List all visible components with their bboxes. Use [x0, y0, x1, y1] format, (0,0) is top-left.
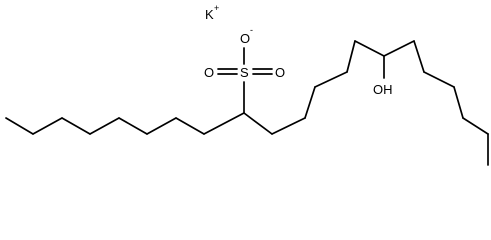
anion-oxygen-atom: O: [240, 31, 250, 46]
chain-bond: [89, 117, 120, 135]
sulfur-atom: S: [240, 65, 249, 80]
chain-bond: [304, 86, 316, 119]
anion-oxygen-charge: -: [250, 25, 253, 35]
potassium-ion: K: [205, 7, 214, 22]
chain-bond: [383, 40, 415, 57]
chain-bond: [175, 117, 205, 135]
chain-bond: [243, 112, 273, 135]
potassium-charge: +: [214, 3, 219, 13]
oxo-oxygen-left: O: [204, 65, 214, 80]
chain-bond: [146, 117, 177, 135]
chain-bond: [118, 117, 148, 135]
chain-bond: [203, 112, 245, 135]
chain-bond: [5, 117, 34, 135]
chain-bond: [61, 117, 91, 135]
hydroxyl-label: OH: [373, 82, 393, 97]
chain-bond: [423, 71, 455, 88]
carbon-chain: [5, 40, 489, 166]
oxo-oxygen-right: O: [275, 65, 285, 80]
chain-bond: [354, 40, 385, 57]
chain-bond: [314, 71, 348, 88]
molecule-drawing: OH S O - O O K +: [5, 3, 489, 166]
chain-bond: [462, 117, 489, 135]
chain-bond: [32, 117, 63, 135]
chain-bond: [271, 117, 306, 135]
chain-bond: [453, 86, 464, 119]
chain-bond: [413, 40, 425, 73]
chain-bond: [346, 40, 356, 73]
